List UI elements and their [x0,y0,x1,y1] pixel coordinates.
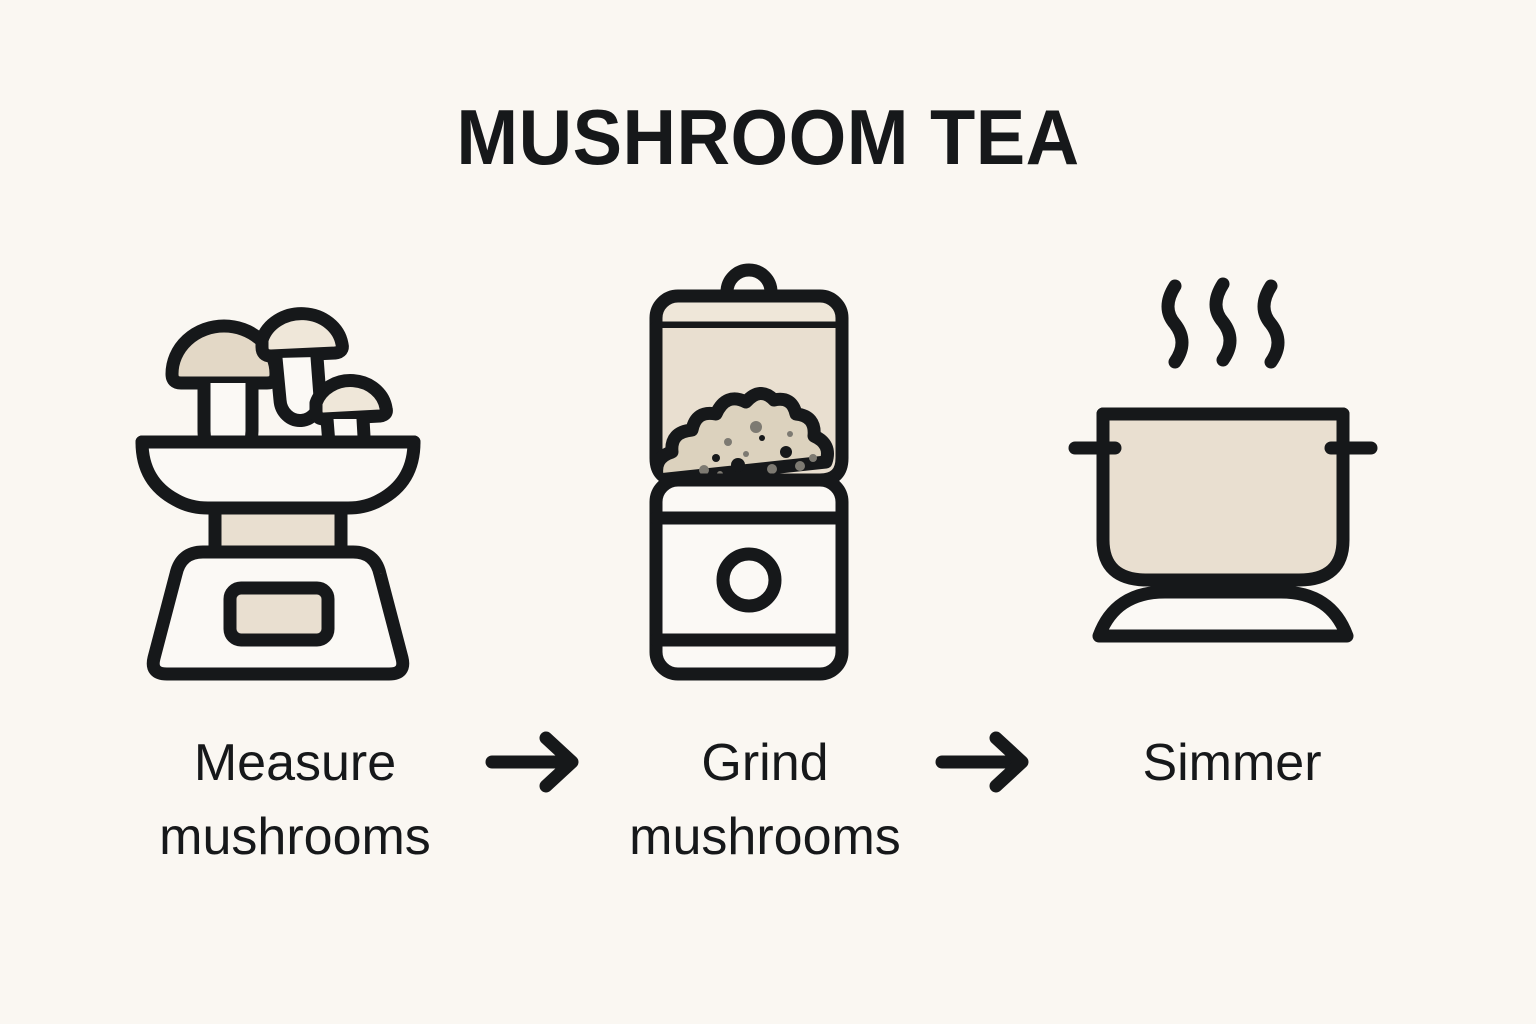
step-grind [600,262,930,692]
caption-simmer: Simmer [1142,734,1322,792]
captions-row: Measure mushrooms Grind mushrooms Simmer [0,726,1536,906]
step-simmer [1065,262,1395,692]
kitchen-scale-with-mushrooms-icon [135,307,421,681]
step-measure [130,262,460,692]
caption-grind-mushrooms: Grind mushrooms [629,734,901,866]
simmering-pot-icon [1068,277,1378,643]
arrow-step1-to-step2-icon [485,731,579,793]
grinder-with-ground-mushrooms-icon [649,263,849,681]
page-title: MUSHROOM TEA [456,93,1080,181]
caption-measure-mushrooms: Measure mushrooms [159,734,431,866]
arrow-step2-to-step3-icon [935,731,1029,793]
steps-row [0,262,1536,793]
